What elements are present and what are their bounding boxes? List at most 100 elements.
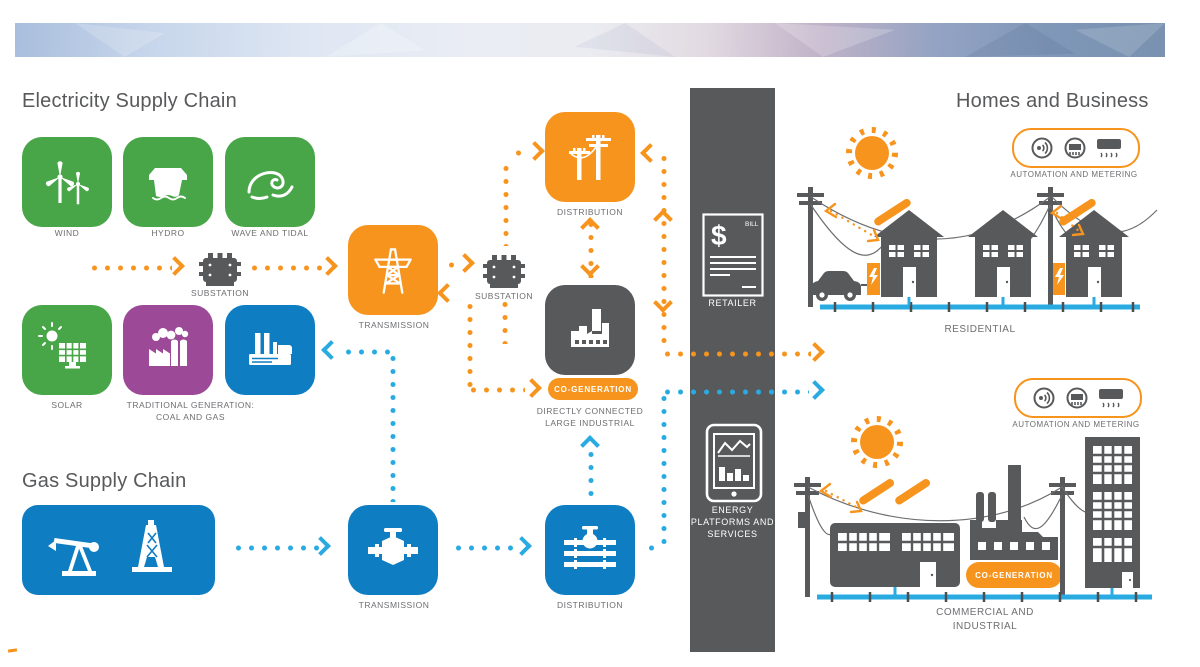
flow-arrow-r (455, 253, 475, 273)
flow-arrow-u (653, 209, 673, 229)
dotted-flow-line (452, 545, 520, 551)
substation-transformer-icon (199, 253, 241, 286)
flow-arrow-r (512, 536, 532, 556)
hydro-dam-icon (149, 168, 187, 201)
dotted-flow-line (390, 352, 396, 502)
gas-source-tile (22, 505, 215, 595)
gas-distribution-tile (545, 505, 635, 595)
dotted-flow-line (661, 152, 667, 348)
automation-metering-pill-commercial (1014, 378, 1142, 418)
residential-label: RESIDENTIAL (944, 324, 1016, 335)
commercial-label-1: COMMERCIAL AND (936, 607, 1034, 618)
ocean-wave-icon (247, 171, 294, 200)
traditional-label-2: COAL AND GAS (156, 412, 225, 422)
solar-export-arrow (823, 202, 1085, 243)
solar-export-arrow (818, 482, 863, 514)
wave-label: WAVE AND TIDAL (231, 228, 309, 238)
substation-transformer-icon (483, 255, 525, 288)
hydro-label: HYDRO (151, 228, 185, 238)
cogeneration-badge-commercial: CO-GENERATION (966, 562, 1062, 588)
dotted-flow-line (502, 298, 508, 344)
gas-pipeline (820, 297, 1140, 312)
power-pole-left (794, 477, 821, 597)
gas-transmission-label: TRANSMISSION (358, 600, 430, 610)
wave-tile (225, 137, 315, 227)
flow-arrow-l (640, 143, 660, 163)
dotted-flow-line (661, 351, 811, 357)
solar-panel (895, 479, 931, 505)
substation2-label: SUBSTATION (474, 291, 534, 301)
wind-tile (22, 137, 112, 227)
industrial-label-2: LARGE INDUSTRIAL (545, 418, 635, 428)
dotted-flow-line (232, 545, 320, 551)
commercial-industrial-scene (794, 416, 1152, 602)
gas-pipeline (817, 587, 1152, 602)
dotted-flow-line (661, 389, 809, 395)
pipeline-valve-icon (368, 528, 418, 565)
smart-meter-icon (1064, 137, 1086, 159)
utility-poles-icon (569, 135, 611, 180)
smart-meter-icon (1066, 387, 1088, 409)
electricity-transmission-tile (348, 225, 438, 315)
pipeline-network-icon (564, 526, 616, 569)
dotted-flow-line (248, 265, 326, 271)
sun (855, 136, 889, 170)
flow-arrow-r (318, 256, 338, 276)
retailer-label: RETAILER (708, 298, 757, 308)
electricity-title: Electricity Supply Chain (22, 90, 237, 112)
flow-arrow-l (437, 283, 457, 303)
electricity-distribution-tile (545, 112, 635, 202)
power-pole-right (1037, 187, 1064, 307)
dotted-flow-line (342, 349, 390, 355)
cogeneration-factory (970, 465, 1058, 560)
dotted-flow-line (512, 150, 526, 156)
platforms-label-3: SERVICES (707, 529, 758, 539)
automation-label-residential: AUTOMATION AND METERING (1010, 170, 1138, 179)
electric-car (811, 271, 867, 301)
air-conditioner-icon (1097, 139, 1121, 158)
solar-tile (22, 305, 112, 395)
power-pole-right (1049, 477, 1076, 597)
coal-plant-icon (149, 327, 189, 366)
svg-text:$: $ (711, 220, 727, 251)
cogeneration-badge-industrial: CO-GENERATION (548, 378, 638, 400)
large-industrial-tile (545, 285, 635, 375)
substation-1 (198, 250, 242, 293)
dotted-flow-line (503, 162, 509, 246)
automation-metering-pill-residential (1012, 128, 1140, 168)
platforms-label-2: PLATFORMS AND (690, 517, 775, 527)
flow-arrow-d (580, 257, 600, 277)
solar-panel-icon (38, 322, 86, 369)
retail-services-bar: $ BILL (690, 88, 775, 652)
gas-power-station-icon (249, 333, 292, 365)
gas-title: Gas Supply Chain (22, 470, 187, 492)
flow-arrow-r (165, 256, 185, 276)
gas-generation-tile (225, 305, 315, 395)
dotted-flow-line (88, 265, 172, 271)
house-2 (968, 210, 1038, 297)
traditional-label-1: TRADITIONAL GENERATION: (126, 400, 255, 410)
speaker-icon (1033, 387, 1055, 409)
air-conditioner-icon (1099, 389, 1123, 408)
flow-arrow-u (580, 217, 600, 237)
house-1 (874, 210, 944, 297)
automation-label-commercial: AUTOMATION AND METERING (1012, 420, 1140, 429)
ev-charger (867, 263, 1065, 295)
solar-panel (874, 198, 911, 226)
transmission-label: TRANSMISSION (358, 320, 430, 330)
page-corner-mark (7, 648, 18, 653)
industrial-label-1: DIRECTLY CONNECTED (536, 406, 644, 416)
flow-arrow-d (653, 293, 673, 313)
dotted-flow-line (467, 387, 525, 393)
flow-arrow-u (580, 435, 600, 455)
flow-arrow-r (525, 141, 545, 161)
flow-arrow-r (522, 378, 542, 398)
substation-2 (482, 252, 526, 295)
svg-text:BILL: BILL (745, 221, 759, 228)
transmission-tower-icon (374, 248, 412, 294)
flow-arrow-r (805, 342, 825, 362)
house-3 (1059, 210, 1129, 297)
hydro-tile (123, 137, 213, 227)
solar-panel (1059, 198, 1096, 226)
